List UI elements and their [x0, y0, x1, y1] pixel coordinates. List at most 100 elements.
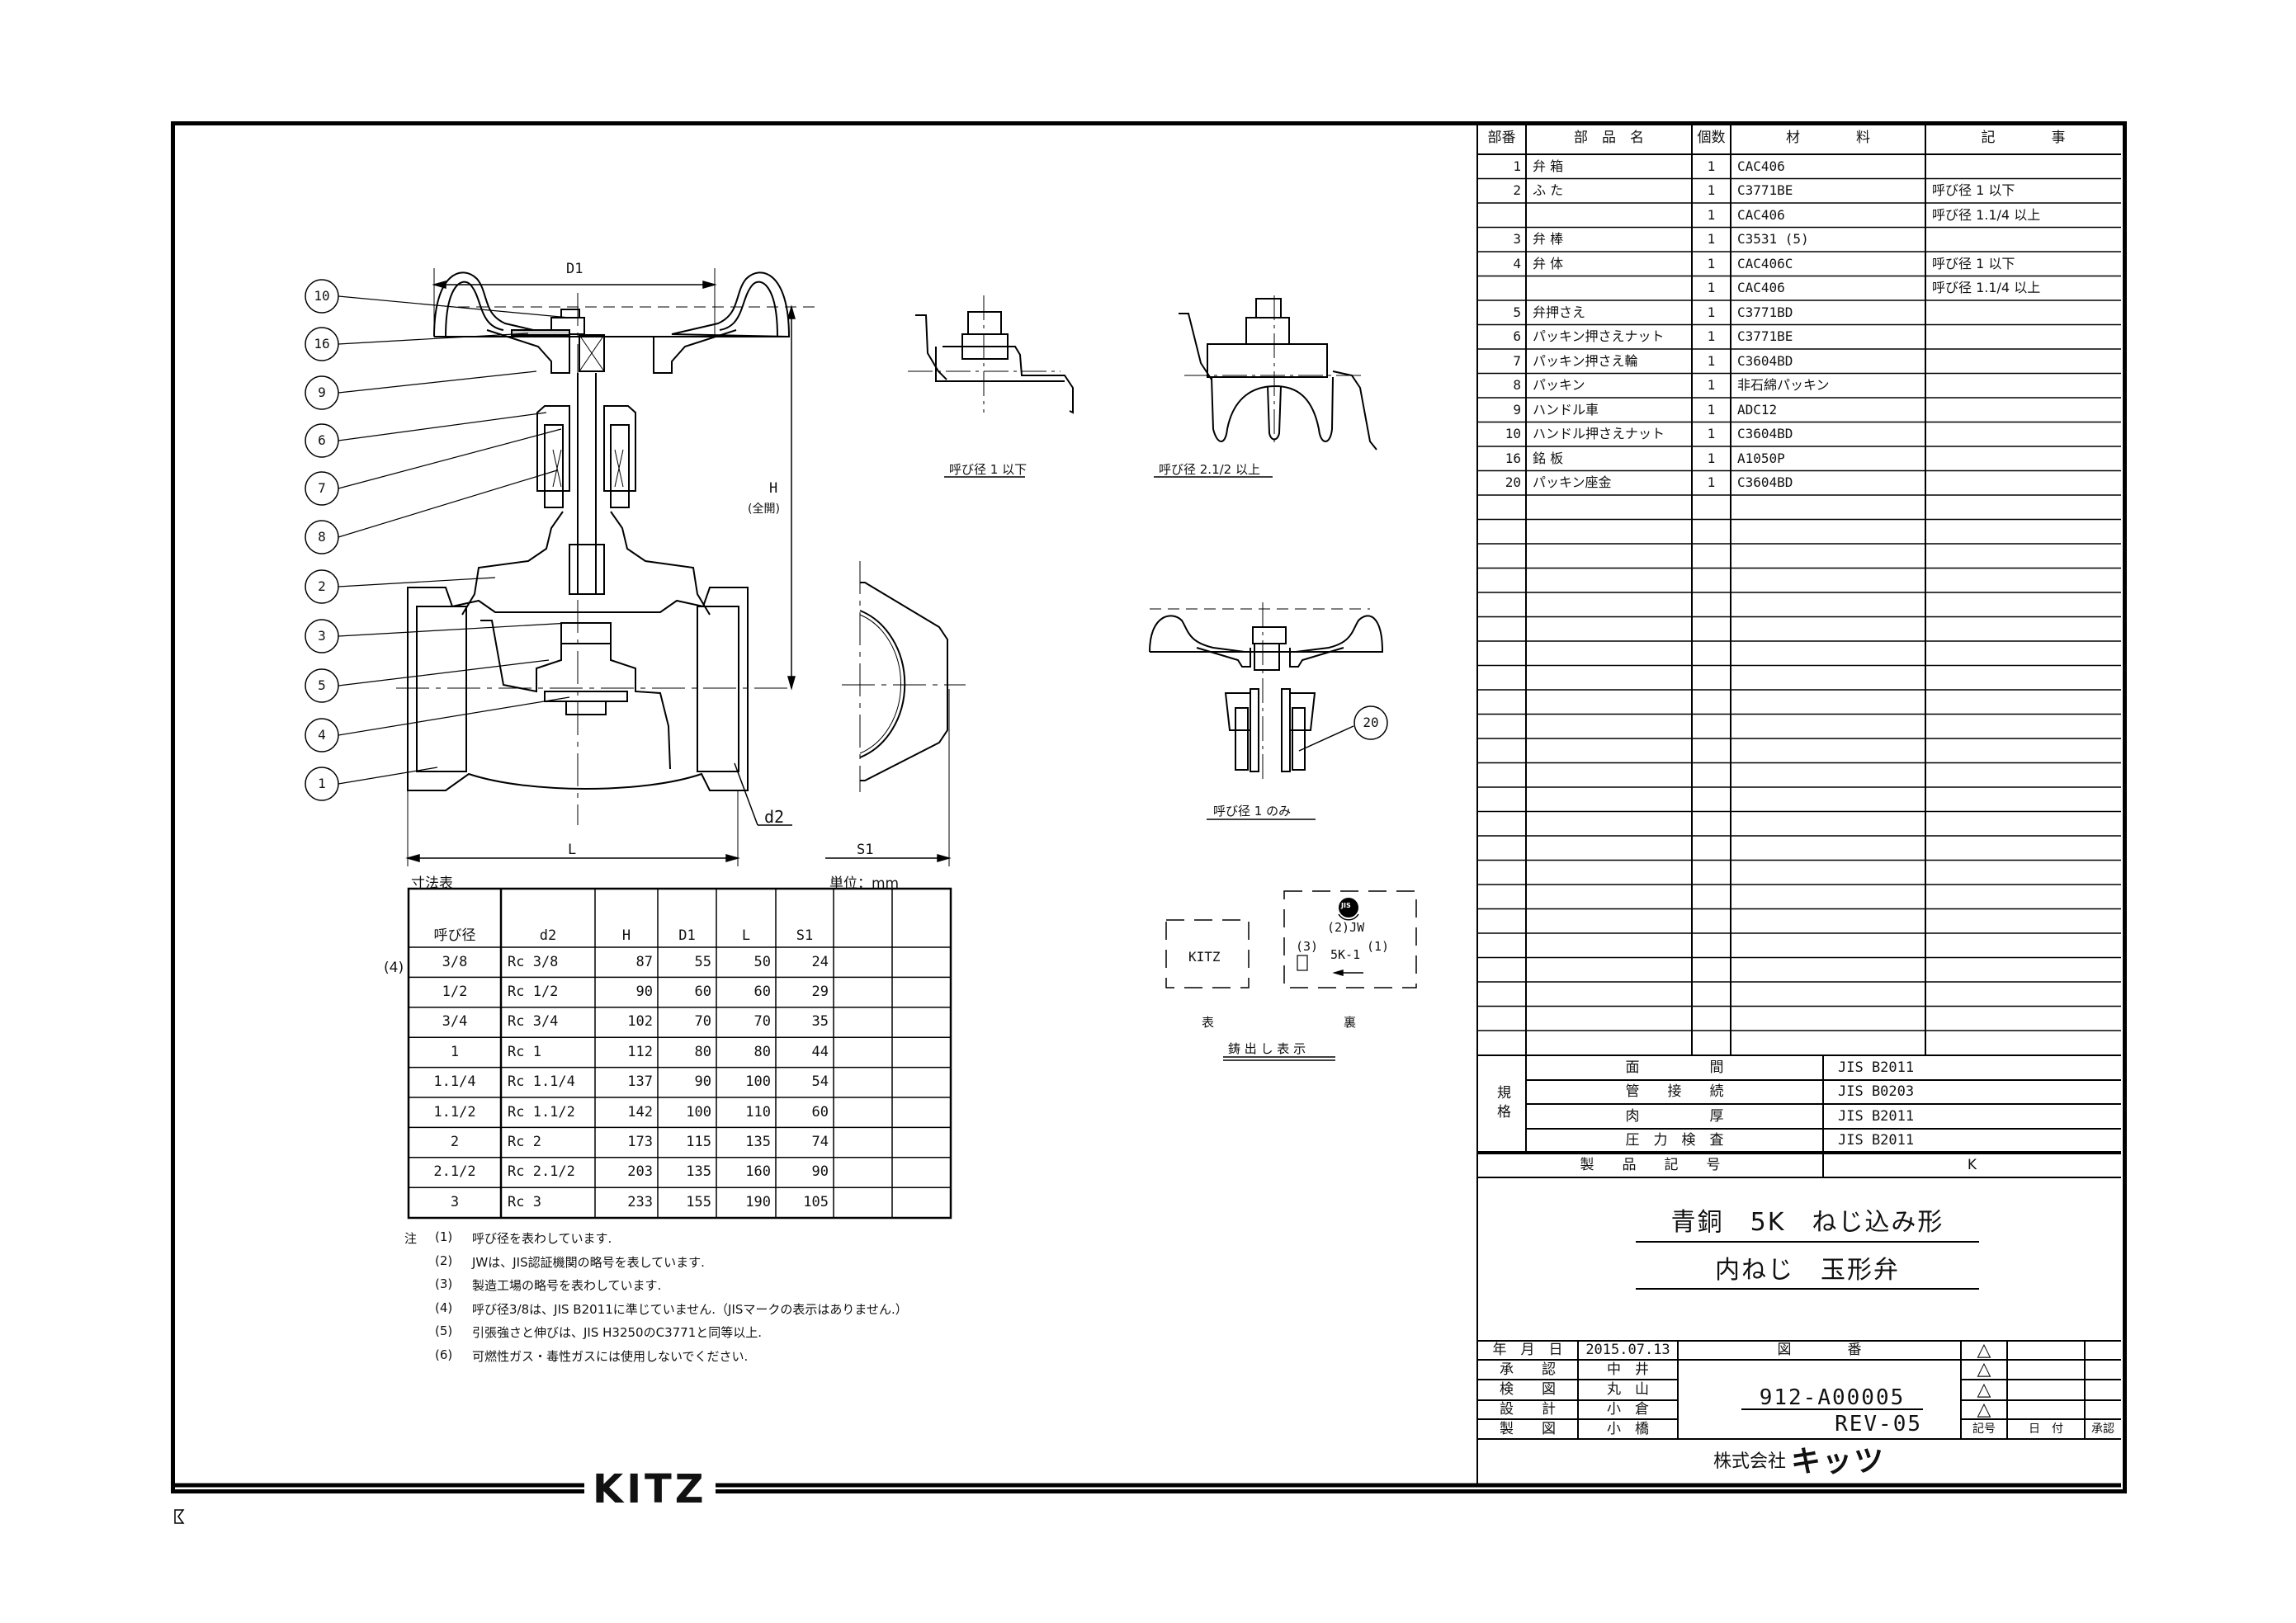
parts-cell-material: C3771BE [1737, 328, 1793, 345]
dim-cell: Rc 1/2 [508, 984, 559, 1001]
parts-cell-no [1477, 276, 1526, 301]
casting-back-label: 裏 [1344, 1015, 1357, 1030]
parts-cell-no: 5 [1513, 304, 1521, 320]
drawing-frame [171, 121, 2127, 1493]
parts-cell-name [1526, 276, 1692, 301]
dim-header-d1: D1 [678, 927, 696, 944]
revision-header-approval: 承認 [2091, 1422, 2114, 1436]
parts-cell-material: A1050P [1737, 450, 1785, 466]
company-name: 株式会社 キッツ [1477, 1439, 2121, 1485]
dim-cell: 50 [754, 953, 771, 970]
note-text: 可燃性ガス・毒性ガスには使用しないでください. [472, 1348, 749, 1364]
parts-cell-no: 2 [1513, 182, 1521, 199]
dim-cell: 2 [450, 1134, 460, 1151]
detail-caption: 呼び径 2.1/2 以上 [1159, 462, 1260, 477]
parts-cell-name: ハンドル車 [1533, 401, 1599, 418]
dim-cell: 35 [811, 1013, 829, 1031]
dim-cell: 44 [811, 1043, 829, 1060]
dim-header-size: 呼び径 [433, 927, 476, 944]
dim-header-l: L [741, 927, 751, 944]
dim-label-d1: D1 [566, 261, 583, 277]
parts-cell-qty: 1 [1707, 401, 1716, 418]
casting-back-factory: (3) [1296, 939, 1319, 954]
dim-cell: Rc 1.1/2 [508, 1103, 575, 1121]
parts-cell-remarks [1925, 228, 2121, 252]
product-code: K [1967, 1156, 1977, 1173]
parts-cell-remarks [1925, 154, 2121, 179]
note-number: (4) [435, 1300, 453, 1315]
detail-view-size-1-only [1149, 602, 1384, 780]
dim-cell: 2.1/2 [433, 1163, 476, 1181]
dim-cell: 135 [686, 1163, 711, 1181]
signature-role: 承 認 [1500, 1361, 1556, 1378]
dim-cell: 60 [811, 1103, 829, 1121]
signature-role: 検 図 [1500, 1381, 1556, 1398]
dim-cell: 173 [627, 1134, 653, 1151]
parts-cell-material: C3531 (5) [1737, 231, 1809, 248]
dim-cell: Rc 3/8 [508, 953, 559, 970]
parts-cell-material: C3604BD [1737, 474, 1793, 491]
parts-cell-material: CAC406 [1737, 206, 1785, 223]
parts-cell-remarks: 呼び径 1 以下 [1932, 255, 2015, 271]
dimension-table-unit: 単位：mm [829, 875, 900, 892]
dim-cell: 160 [745, 1163, 771, 1181]
revision-mark-icon: △ [1977, 1379, 1991, 1400]
parts-cell-material: CAC406 [1737, 280, 1785, 296]
parts-cell-name: パッキン [1533, 377, 1585, 394]
dimension-table-title: 寸法表 [411, 875, 453, 892]
dim-cell: Rc 2.1/2 [508, 1163, 575, 1181]
standard-label: 管 接 続 [1625, 1083, 1724, 1100]
casting-back-class: 5K-1 [1330, 947, 1361, 962]
revision-mark-icon: △ [1977, 1339, 1991, 1361]
revision-mark-icon: △ [1977, 1359, 1991, 1380]
jis-mark-icon: JIS [1341, 902, 1351, 909]
signature-name: 小 倉 [1607, 1401, 1649, 1418]
standard-value: JIS B0203 [1838, 1083, 1915, 1100]
parts-cell-no: 1 [1513, 158, 1521, 174]
date-label: 年 月 日 [1492, 1342, 1563, 1358]
casting-back-class-note: (1) [1367, 939, 1390, 954]
date-value: 2015.07.13 [1585, 1342, 1670, 1358]
parts-cell-no [1477, 203, 1526, 228]
dim-label-d2: d2 [764, 807, 785, 827]
dim-cell: 233 [627, 1193, 653, 1210]
standard-label: 肉 厚 [1625, 1107, 1724, 1125]
parts-cell-material: C3771BD [1737, 304, 1793, 320]
parts-cell-material: ADC12 [1737, 401, 1778, 418]
parts-cell-name: 銘 板 [1533, 450, 1564, 466]
dim-cell: 135 [745, 1134, 771, 1151]
parts-cell-remarks [1925, 422, 2121, 447]
note-text: 製造工場の略号を表わしています. [472, 1278, 662, 1293]
corner-mark-icon [174, 1509, 185, 1524]
note-number: (2) [435, 1253, 453, 1268]
signature-name: 小 橋 [1607, 1420, 1649, 1437]
part-balloon: 1 [318, 776, 326, 791]
parts-cell-no: 6 [1513, 328, 1521, 345]
drawing-title-line1: 青銅 5K ねじ込み形 [1670, 1208, 1944, 1237]
valve-section-view [396, 271, 817, 825]
dim-cell: 3/4 [442, 1013, 468, 1031]
parts-cell-remarks [1925, 398, 2121, 422]
note-number: (6) [435, 1347, 453, 1362]
dim-cell: 115 [686, 1134, 711, 1151]
dim-cell: 87 [635, 953, 653, 970]
dim-cell: 3 [450, 1193, 460, 1210]
valve-side-view [842, 561, 966, 792]
note-text: JWは、JIS認証機関の略号を表しています. [472, 1254, 705, 1270]
parts-cell-material: C3604BD [1737, 352, 1793, 369]
standard-value: JIS B2011 [1838, 1107, 1915, 1125]
parts-cell-qty: 1 [1707, 352, 1716, 369]
note-text: 呼び径を表わしています. [472, 1231, 612, 1246]
parts-cell-qty: 1 [1707, 450, 1716, 466]
part-balloon: 10 [314, 288, 330, 304]
parts-header-name: 部 品 名 [1574, 129, 1644, 146]
dim-cell: 90 [694, 1073, 711, 1091]
dim-label-h-note: (全開) [748, 502, 780, 516]
standard-value: JIS B2011 [1838, 1059, 1915, 1076]
dim-cell: 112 [627, 1043, 653, 1060]
parts-cell-remarks [1925, 374, 2121, 399]
signature-name: 中 井 [1607, 1361, 1649, 1378]
parts-cell-remarks: 呼び径 1.1/4 以上 [1932, 280, 2041, 296]
parts-cell-qty: 1 [1707, 474, 1716, 491]
dim-cell: 80 [694, 1043, 711, 1060]
